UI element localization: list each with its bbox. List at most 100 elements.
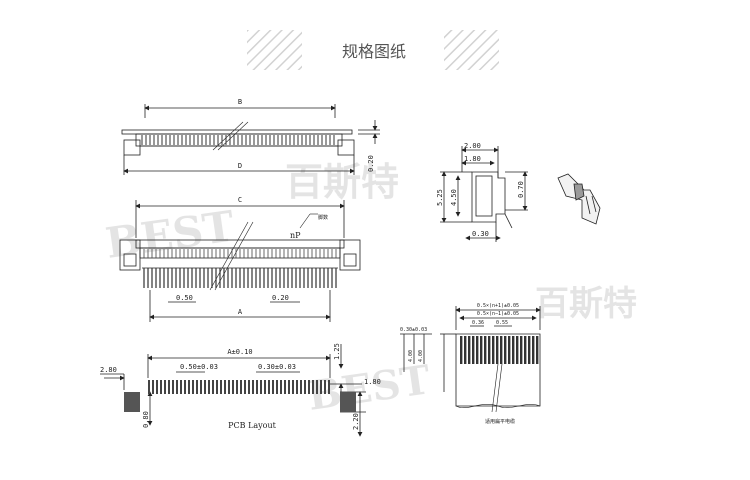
pcb-pad: [216, 380, 218, 394]
front-view: [119, 200, 361, 322]
fpc-finger: [504, 336, 507, 364]
pcb-pad: [196, 380, 198, 394]
fpc-finger: [480, 336, 483, 364]
pcb-pad: [228, 380, 230, 394]
fpc-finger: [476, 336, 479, 364]
fpc-finger: [520, 336, 523, 364]
side-view: [440, 146, 528, 242]
fpc-finger: [524, 336, 527, 364]
pcb-pad: [304, 380, 306, 394]
fpc-dim-v2: 4.00: [418, 350, 424, 362]
fpc-dim-overall: 0.5×(n+1)±0.05: [477, 303, 519, 309]
dim-side-1: 2.00: [464, 142, 481, 150]
pcb-pad: [176, 380, 178, 394]
pcb-layout-caption: PCB Layout: [228, 421, 276, 430]
fpc-dim-pitch: 0.36: [472, 320, 484, 326]
pcb-pad: [256, 380, 258, 394]
fpc-finger: [496, 336, 499, 364]
fpc-finger: [464, 336, 467, 364]
pcb-pad: [208, 380, 210, 394]
dim-a-label: A: [238, 308, 243, 316]
dim-side-6: 0.30: [472, 230, 489, 238]
pcb-pad: [152, 380, 154, 394]
pcb-pad: [204, 380, 206, 394]
fpc-finger: [512, 336, 515, 364]
pcb-pad: [280, 380, 282, 394]
dim-d-label: D: [238, 162, 242, 170]
pcb-pad: [272, 380, 274, 394]
pcb-pad: [312, 380, 314, 394]
pcb-pad: [172, 380, 174, 394]
pcb-pad: [328, 380, 330, 394]
pcb-pad: [232, 380, 234, 394]
pcb-pad: [260, 380, 262, 394]
pcb-pad: [200, 380, 202, 394]
fpc-finger: [500, 336, 503, 364]
pcb-dim-pitch: 0.50±0.03: [180, 363, 218, 371]
pcb-dim-left-height: 0.80: [142, 411, 150, 428]
pcb-left-anchor-pad: [124, 392, 140, 412]
fpc-finger: [472, 336, 475, 364]
pcb-pad: [252, 380, 254, 394]
dim-c-label: C: [238, 196, 242, 204]
pcb-pad: [156, 380, 158, 394]
watermark-cjk: 百斯特: [285, 159, 399, 204]
fpc-finger: [516, 336, 519, 364]
pin-count-note: 脚数: [318, 214, 328, 221]
fpc-finger: [492, 336, 495, 364]
pcb-pad: [308, 380, 310, 394]
fpc-finger: [468, 336, 471, 364]
pcb-pad: [316, 380, 318, 394]
dim-pitch-label: 0.50: [176, 294, 193, 302]
top-view-pins: [141, 135, 335, 145]
cross-section: [557, 173, 601, 225]
pcb-right-anchor-pad: [340, 392, 356, 412]
fpc-finger: [460, 336, 463, 364]
fpc-finger: [508, 336, 511, 364]
pcb-pad: [164, 380, 166, 394]
dim-thickness-label: 0.20: [367, 155, 375, 172]
fpc-cable: [400, 306, 541, 413]
pcb-dim-pad-width: 0.30±0.03: [258, 363, 296, 371]
pcb-pad: [160, 380, 162, 394]
pin-count-label: nP: [290, 231, 301, 240]
pcb-pad: [276, 380, 278, 394]
fpc-finger: [528, 336, 531, 364]
pcb-pad: [188, 380, 190, 394]
dim-b-label: B: [238, 98, 242, 106]
dim-side-4: 4.50: [450, 189, 458, 206]
pcb-pad: [184, 380, 186, 394]
header-banner: [247, 30, 499, 70]
dim-side-5: 0.70: [517, 181, 525, 198]
pcb-pad: [248, 380, 250, 394]
pcb-pad: [284, 380, 286, 394]
pcb-pad: [324, 380, 326, 394]
fpc-finger: [536, 336, 539, 364]
dim-pin-width-label: 0.20: [272, 294, 289, 302]
pcb-dim-pad-height: 1.25: [333, 343, 341, 360]
page-title: 规格图纸: [341, 42, 406, 61]
fpc-caption: 适用扁平电缆: [485, 418, 515, 425]
pcb-pad: [320, 380, 322, 394]
pcb-pad: [236, 380, 238, 394]
watermark-cjk-2: 百斯特: [535, 284, 637, 324]
pcb-pad: [168, 380, 170, 394]
pcb-pad: [300, 380, 302, 394]
pcb-pad: [288, 380, 290, 394]
pcb-pad: [212, 380, 214, 394]
pcb-pad: [244, 380, 246, 394]
fpc-dim-left: 0.30±0.03: [400, 327, 427, 333]
pcb-pad: [220, 380, 222, 394]
front-view-pins: [143, 249, 337, 288]
fpc-fingers: [460, 336, 539, 364]
fpc-finger: [484, 336, 487, 364]
fpc-finger: [488, 336, 491, 364]
pcb-dim-total: A±0.10: [227, 348, 252, 356]
fpc-dim-mid: 0.55: [496, 320, 508, 326]
pcb-pad: [268, 380, 270, 394]
pcb-dim-bottom: 2.20: [352, 413, 360, 430]
watermark: BEST 百斯特 百斯特 BEST: [103, 159, 637, 420]
fpc-dim-inner: 0.5×(n−1)±0.05: [477, 311, 519, 317]
